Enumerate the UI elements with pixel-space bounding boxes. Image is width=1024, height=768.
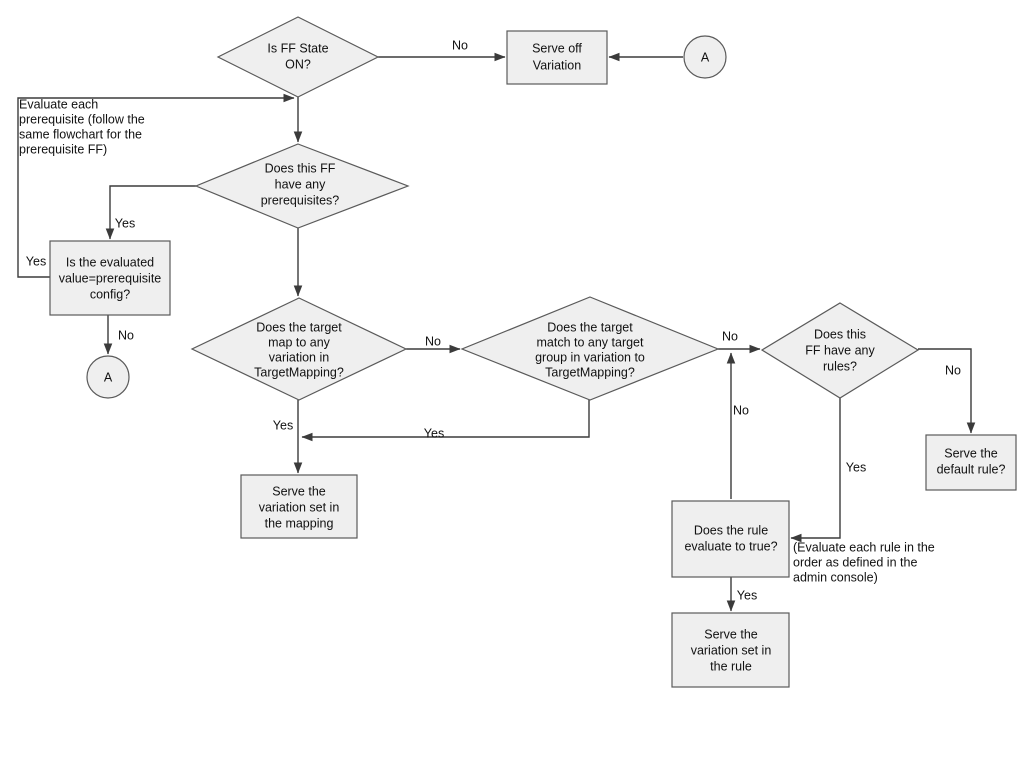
node-is-ff-state-on[interactable]: Is FF State ON?	[216, 16, 380, 98]
node-target-match-target-group[interactable]: Does the target match to any target grou…	[460, 296, 720, 401]
node-label-line: Does the rule	[694, 523, 768, 537]
node-label-line: default rule?	[937, 462, 1006, 476]
note-line: (Evaluate each rule in the	[793, 540, 935, 554]
node-label-line: Does the target	[256, 320, 342, 334]
node-label-line: config?	[90, 287, 130, 301]
node-label-line: Serve the	[944, 446, 998, 460]
note-rule-evaluation-order: (Evaluate each rule in the order as defi…	[793, 540, 935, 584]
diamond-shape	[216, 16, 380, 98]
edge-label-evalvalue-no: No	[118, 328, 134, 342]
connector-label: A	[104, 370, 113, 384]
node-label-line: FF have any	[805, 343, 875, 357]
node-serve-default-rule[interactable]: Serve the default rule?	[925, 434, 1017, 491]
node-label-line: the rule	[710, 659, 752, 673]
diamond-shape	[460, 296, 720, 401]
node-label-line: group in variation to	[535, 350, 645, 364]
node-label-line: ON?	[285, 57, 311, 71]
node-label-line: the mapping	[265, 516, 334, 530]
node-label-line: variation in	[269, 350, 329, 364]
node-label-line: Is the evaluated	[66, 255, 154, 269]
node-label-line: Serve the	[704, 627, 758, 641]
edge-evalvalue-yes-loopback	[17, 93, 295, 278]
node-label-line: match to any target	[536, 335, 644, 349]
node-label-line: Serve the	[272, 484, 326, 498]
edge-label-ruleeval-yes: Yes	[737, 588, 757, 602]
node-serve-variation-mapping[interactable]: Serve the variation set in the mapping	[240, 474, 358, 539]
node-label-line: TargetMapping?	[254, 365, 344, 379]
node-label-line: Does this FF	[265, 161, 336, 175]
diamond-shape	[190, 297, 408, 401]
node-serve-variation-rule[interactable]: Serve the variation set in the rule	[671, 612, 790, 688]
note-line: order as defined in the	[793, 555, 917, 569]
node-label-line: Serve off	[532, 41, 582, 55]
edge-label-evalvalue-yes: Yes	[26, 254, 46, 268]
node-ff-has-prerequisites[interactable]: Does this FF have any prerequisites?	[194, 143, 410, 229]
note-line: same flowchart for the	[19, 127, 142, 141]
edge-label-targetgroup-yes: Yes	[424, 426, 444, 440]
connector-label: A	[701, 50, 710, 64]
node-target-map-to-variation[interactable]: Does the target map to any variation in …	[190, 297, 408, 401]
edge-labels-layer: No Yes Yes No No Yes Yes No No Yes No Ye…	[26, 38, 961, 602]
node-connector-a-top[interactable]: A	[683, 35, 727, 79]
rect-shape	[506, 30, 608, 85]
diamond-shape	[760, 302, 920, 399]
node-label-line: prerequisites?	[261, 193, 340, 207]
node-label-line: Does the target	[547, 320, 633, 334]
node-ff-has-rules[interactable]: Does this FF have any rules?	[760, 302, 920, 399]
rect-shape	[925, 434, 1017, 491]
edge-ffrules-no-to-servedefault	[918, 348, 976, 434]
rect-shape	[49, 240, 171, 316]
rect-shape	[671, 612, 790, 688]
note-line: Evaluate each	[19, 97, 98, 111]
node-label-line: Variation	[533, 58, 581, 72]
edge-label-ffstate-no: No	[452, 38, 468, 52]
node-label-line: Is FF State	[267, 41, 328, 55]
edge-ffrules-yes-to-ruleeval	[790, 398, 841, 543]
node-label-line: value=prerequisite	[59, 271, 162, 285]
circle-shape	[86, 355, 130, 399]
node-label-line: variation set in	[259, 500, 340, 514]
node-evaluated-value-matches-config[interactable]: Is the evaluated value=prerequisite conf…	[49, 240, 171, 316]
edge-targetgroup-yes-to-servemapping	[301, 400, 590, 442]
node-rule-evaluates-true[interactable]: Does the rule evaluate to true?	[671, 500, 790, 578]
node-label-line: rules?	[823, 359, 857, 373]
edge-label-prereq-yes: Yes	[115, 216, 135, 230]
rect-shape	[240, 474, 358, 539]
edge-label-targetmap-no: No	[425, 334, 441, 348]
node-label-line: TargetMapping?	[545, 365, 635, 379]
node-connector-a-bottom[interactable]: A	[86, 355, 130, 399]
rect-shape	[671, 500, 790, 578]
node-label-line: variation set in	[691, 643, 772, 657]
edge-label-ruleeval-no: No	[733, 403, 749, 417]
node-label-line: have any	[275, 177, 326, 191]
edge-label-targetgroup-no: No	[722, 329, 738, 343]
node-label-line: Does this	[814, 327, 866, 341]
node-label-line: map to any	[268, 335, 331, 349]
note-line: prerequisite FF)	[19, 142, 107, 156]
edge-prereq-yes-to-evalvalue	[105, 185, 196, 240]
node-serve-off-variation[interactable]: Serve off Variation	[506, 30, 608, 85]
note-line: prerequisite (follow the	[19, 112, 145, 126]
edge-label-targetmap-yes: Yes	[273, 418, 293, 432]
edge-label-ffrules-yes: Yes	[846, 460, 866, 474]
node-label-line: evaluate to true?	[684, 539, 777, 553]
circle-shape	[683, 35, 727, 79]
diamond-shape	[194, 143, 410, 229]
edges-layer	[17, 52, 976, 612]
note-prerequisite-evaluation: Evaluate each prerequisite (follow the s…	[19, 97, 145, 156]
note-line: admin console)	[793, 570, 878, 584]
edge-label-ffrules-no: No	[945, 363, 961, 377]
